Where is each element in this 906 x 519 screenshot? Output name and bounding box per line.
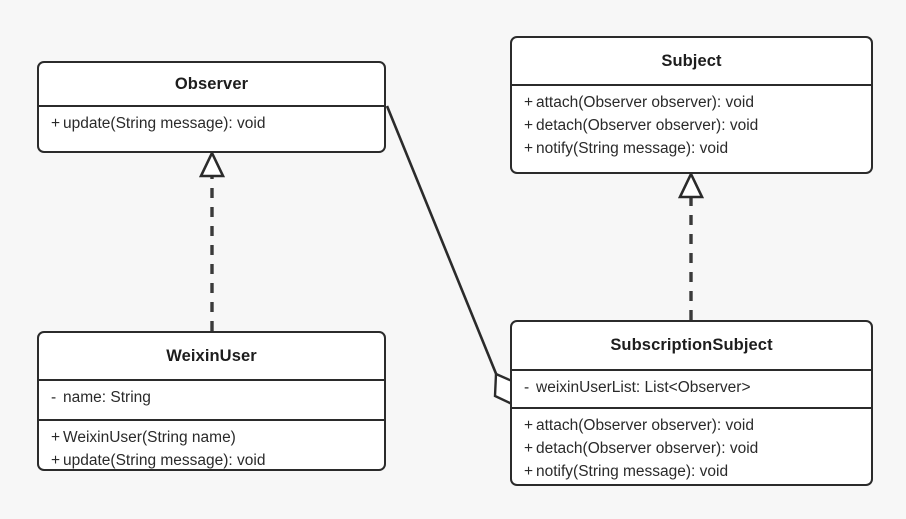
- operation-signature: update(String message): void: [63, 115, 266, 132]
- attributes-compartment-subscriptionsubject: -weixinUserList: List<Observer>: [512, 369, 871, 407]
- operation-row: +attach(Observer observer): void: [524, 91, 871, 114]
- operation-row: +notify(String message): void: [524, 460, 871, 483]
- operation-signature: notify(String message): void: [536, 463, 729, 480]
- class-name-weixinuser: WeixinUser: [166, 346, 257, 365]
- operations-compartment-observer: +update(String message): void: [39, 105, 384, 151]
- operation-signature: attach(Observer observer): void: [536, 417, 754, 434]
- operation-row: +attach(Observer observer): void: [524, 414, 871, 437]
- aggregation-line: [385, 105, 501, 382]
- visibility-marker: +: [524, 440, 534, 457]
- visibility-marker: +: [51, 452, 61, 469]
- attribute-row: -name: String: [51, 386, 384, 409]
- operation-row: +WeixinUser(String name): [51, 426, 384, 449]
- aggregation-subscriptionsubject-observer: [385, 105, 514, 406]
- operation-signature: update(String message): void: [63, 452, 266, 469]
- visibility-marker: +: [524, 94, 534, 111]
- operations-compartment-subject: +attach(Observer observer): void +detach…: [512, 84, 871, 172]
- operation-row: +update(String message): void: [51, 449, 384, 469]
- operation-signature: detach(Observer observer): void: [536, 117, 759, 134]
- attributes-compartment-weixinuser: -name: String: [39, 379, 384, 419]
- class-name-subject: Subject: [661, 51, 722, 70]
- visibility-marker: -: [51, 389, 57, 406]
- hollow-triangle-arrowhead: [677, 170, 705, 199]
- visibility-marker: -: [524, 379, 530, 396]
- uml-class-subscriptionsubject[interactable]: SubscriptionSubject -weixinUserList: Lis…: [510, 320, 873, 486]
- operation-signature: WeixinUser(String name): [63, 429, 236, 446]
- operation-signature: attach(Observer observer): void: [536, 94, 754, 111]
- operation-signature: detach(Observer observer): void: [536, 440, 759, 457]
- operation-row: +detach(Observer observer): void: [524, 437, 871, 460]
- hollow-triangle-arrowhead: [198, 149, 226, 178]
- class-name-observer: Observer: [174, 74, 249, 93]
- operation-row: +update(String message): void: [51, 112, 384, 135]
- uml-class-observer[interactable]: Observer +update(String message): void: [37, 61, 386, 153]
- visibility-marker: +: [51, 429, 61, 446]
- visibility-marker: +: [51, 115, 61, 132]
- class-name-subscriptionsubject: SubscriptionSubject: [610, 336, 773, 354]
- operation-signature: notify(String message): void: [536, 140, 729, 157]
- realization-subscriptionsubject-subject: [677, 170, 705, 320]
- realization-weixinuser-observer: [198, 149, 226, 331]
- visibility-marker: +: [524, 417, 534, 434]
- operations-compartment-weixinuser: +WeixinUser(String name) +update(String …: [39, 419, 384, 469]
- uml-class-weixinuser[interactable]: WeixinUser -name: String +WeixinUser(Str…: [37, 331, 386, 471]
- attribute-signature: weixinUserList: List<Observer>: [536, 379, 751, 396]
- attribute-row: -weixinUserList: List<Observer>: [524, 376, 871, 399]
- visibility-marker: +: [524, 140, 534, 157]
- attribute-signature: name: String: [63, 389, 151, 406]
- visibility-marker: +: [524, 117, 534, 134]
- operations-compartment-subscriptionsubject: +attach(Observer observer): void +detach…: [512, 407, 871, 484]
- uml-class-subject[interactable]: Subject +attach(Observer observer): void…: [510, 36, 873, 174]
- operation-row: +detach(Observer observer): void: [524, 114, 871, 137]
- visibility-marker: +: [524, 463, 534, 480]
- operation-row: +notify(String message): void: [524, 137, 871, 160]
